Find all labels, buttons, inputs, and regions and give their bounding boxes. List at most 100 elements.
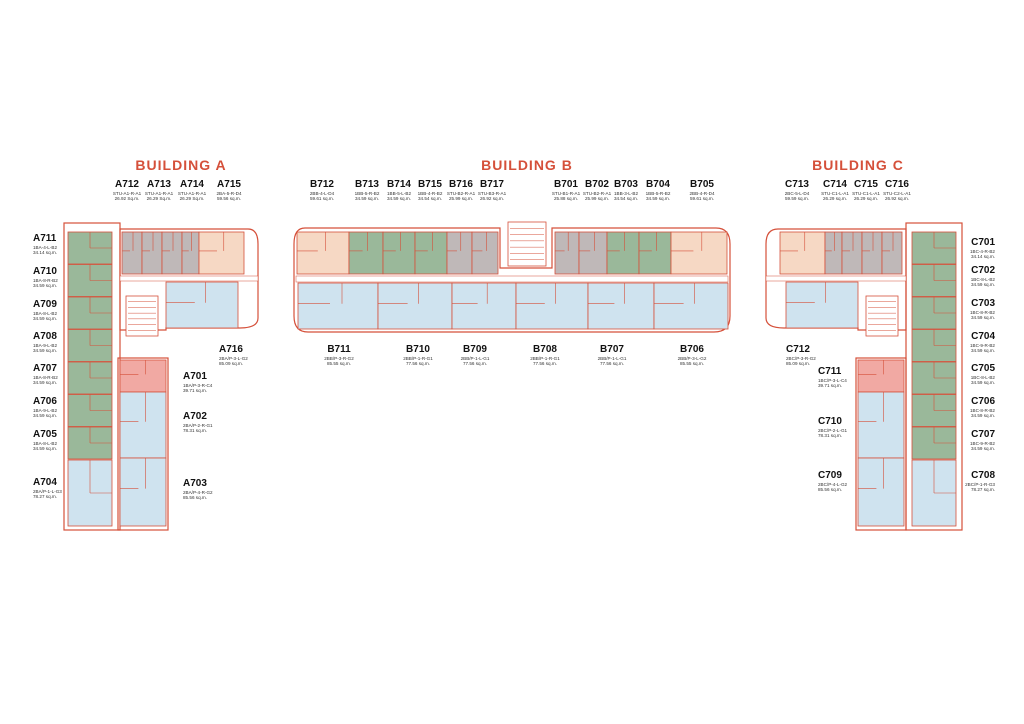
unit-area: 85.56 sq.m. [183,494,208,500]
unit-id: A710 [33,266,57,277]
unit-b704-room [638,231,672,275]
building-a-title: BUILDING A [135,157,227,173]
unit-b717-room [471,231,499,275]
building-b-outline [293,227,731,333]
unit-id: C701 [971,237,995,248]
unit-a714b-room [181,231,200,275]
unit-area: 78.27 sq.m. [970,486,995,492]
unit-id: B708 [533,344,557,355]
unit-id: B710 [406,344,430,355]
unit-a702-room [119,391,167,459]
unit-id: A712 [115,179,139,190]
unit-id: A706 [33,396,57,407]
unit-type-code: 2BB/P-1-L-G1 [460,355,490,361]
unit-type-code: STU-A1-R-A1 [177,190,207,196]
unit-id: C714 [823,179,847,190]
stair-core [865,295,899,337]
unit-area: 77.56 sq.m. [405,360,430,366]
unit-area: 34.59 sq.m. [33,379,58,385]
unit-id: A701 [183,371,207,382]
unit-type-code: 1BA-8-L-B2 [33,440,58,446]
unit-id: C703 [971,298,995,309]
building-c-title: BUILDING C [812,157,904,173]
unit-area: 34.59 sq.m. [970,281,995,287]
unit-id: C702 [971,265,995,276]
unit-area: 26.92 Sq.m. [114,195,140,201]
unit-id: B706 [680,344,704,355]
unit-area: 85.55 sq.m. [326,360,351,366]
unit-id: A715 [217,179,241,190]
unit-type-code: 2BB/P-1-R-G1 [530,355,560,361]
unit-area: 25.99 sq.m. [448,195,473,201]
unit-type-code: 1BB-5-R-B2 [354,190,380,196]
unit-type-code: 2BA/P-1-L-G3 [33,488,62,494]
unit-id: C715 [854,179,878,190]
unit-type-code: 1BB-5-L-B2 [386,190,412,196]
unit-id: B714 [387,179,411,190]
unit-b713-room [348,231,384,275]
unit-area: 34.14 sq.m. [33,249,58,255]
building-c-plan [765,222,963,531]
unit-type-code: 2BA/P-3-L-G2 [219,355,248,361]
unit-area: 34.54 sq.m. [613,195,639,201]
unit-area: 85.09 sq.m. [786,360,811,366]
unit-id: A714 [180,179,204,190]
unit-id: C706 [971,396,995,407]
unit-b-south-room [377,282,453,330]
unit-area: 26.29 Sq.m. [146,195,172,201]
unit-area: 34.59 sq.m. [970,412,995,418]
unit-b-south-room [297,282,379,330]
unit-type-code: 1BC-8-L-B2 [970,374,995,380]
corridor [765,275,907,282]
unit-area: 26.29 sq.m. [853,195,879,201]
unit-area: 39.71 sq.m. [818,382,843,388]
unit-area: 85.09 sq.m. [219,360,244,366]
unit-a714-room [161,231,183,275]
unit-id: B702 [585,179,609,190]
unit-a712-room [121,231,143,275]
south-wing-outline [117,357,169,531]
unit-id: C713 [785,179,809,190]
unit-type-code: 1BC-8-R-B2 [969,407,995,413]
unit-type-code: 1BA/P-3-R-C4 [183,382,213,388]
unit-type-code: 1BB-3-L-B2 [613,190,639,196]
unit-type-code: 2BA/P-4-R-G2 [183,489,213,495]
unit-b-south-room [515,282,589,330]
unit-c715-room [861,231,883,275]
unit-area: 34.59 sq.m. [33,412,58,418]
unit-id: A707 [33,363,57,374]
unit-type-code: 1BA-8-R-B2 [33,277,58,283]
building-b-title: BUILDING B [481,157,573,173]
unit-type-code: 2BC/P-2-L-G1 [818,427,848,433]
unit-area: 59.61 sq.m. [689,195,714,201]
unit-type-code: STU-A1-R-A1 [144,190,174,196]
unit-b-south-room [587,282,655,330]
unit-id: B712 [310,179,334,190]
unit-type-code: 2BC-5-L-D4 [784,190,810,196]
unit-area: 34.59 sq.m. [386,195,412,201]
unit-id: B705 [690,179,714,190]
unit-type-code: 2BB/P-3-R-G2 [324,355,354,361]
unit-type-code: 2BB/P-1-R-G1 [403,355,433,361]
unit-id: B713 [355,179,379,190]
unit-type-code: 1BC-9-R-B2 [969,342,995,348]
unit-b705-room [670,231,728,275]
unit-type-code: 1BA-9-L-B2 [33,342,58,348]
unit-area: 78.31 sq.m. [818,432,843,438]
unit-type-code: 2BB-4-R-D4 [689,190,715,196]
unit-id: B703 [614,179,638,190]
